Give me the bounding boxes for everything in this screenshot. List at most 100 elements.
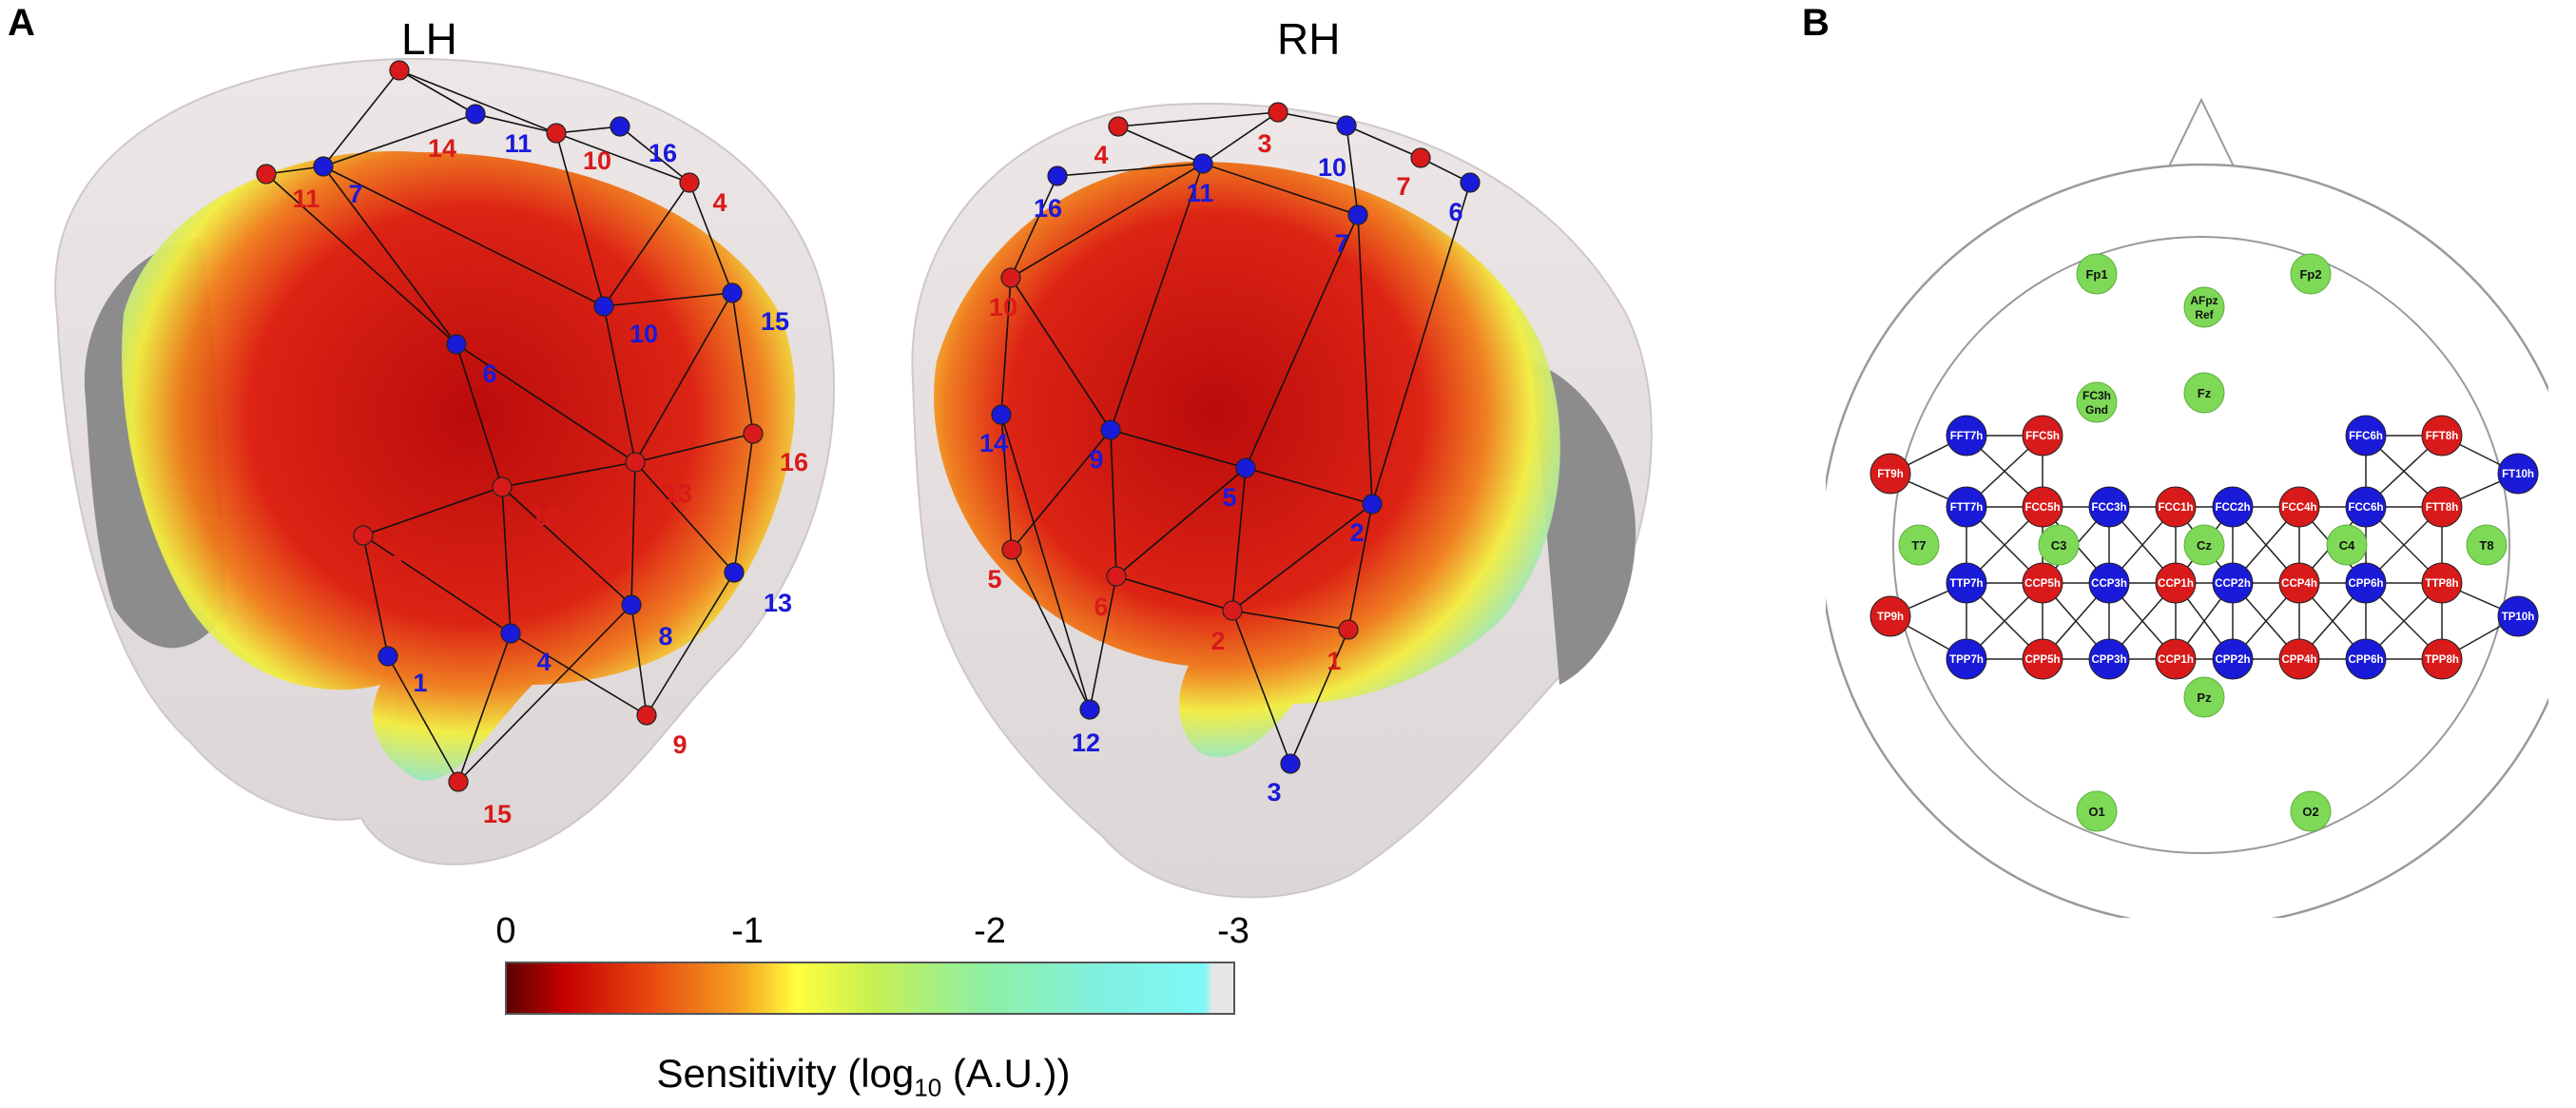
source-label-2: 2 xyxy=(1211,627,1225,655)
detector-optode-2 xyxy=(1362,494,1383,515)
optode-label: FCC6h xyxy=(2348,502,2383,514)
optode-link xyxy=(1110,429,1247,469)
detector-optode-10 xyxy=(593,296,614,317)
detector-optode-10 xyxy=(1336,115,1357,136)
detector-label-11: 11 xyxy=(505,129,533,158)
detector-label-13: 13 xyxy=(764,589,792,617)
detector-label-15: 15 xyxy=(761,307,789,336)
detector-label-16: 16 xyxy=(1034,194,1062,223)
optode-link xyxy=(1000,414,1013,551)
optode-link xyxy=(1346,125,1359,216)
source-label-14: 14 xyxy=(428,134,456,163)
detector-optode-16 xyxy=(1047,165,1068,186)
detector-label-6: 6 xyxy=(1448,198,1462,226)
optode-link xyxy=(731,292,754,435)
optode-link xyxy=(510,632,648,716)
source-optode-10 xyxy=(1000,267,1021,288)
optode-link xyxy=(1011,549,1091,710)
source-optode-6 xyxy=(1106,566,1127,587)
optode-label: CPP6h xyxy=(2348,578,2383,590)
detector-label-5: 5 xyxy=(1222,483,1236,512)
optode-label: CPP5h xyxy=(2024,654,2060,666)
optode-label: CCP2h xyxy=(2215,578,2251,590)
optode-link xyxy=(688,182,733,294)
optode-link xyxy=(1010,163,1204,279)
electrode-O2 xyxy=(2290,790,2332,832)
detector-optode-4 xyxy=(500,623,521,644)
source-label-10: 10 xyxy=(583,146,611,175)
electrode-Cz xyxy=(2183,524,2225,566)
optode-label: TTP8h xyxy=(2425,578,2458,590)
detector-optode-7 xyxy=(313,156,334,177)
optode-link xyxy=(634,292,733,463)
optode-label: TPP7h xyxy=(1949,654,1984,666)
electrode-sublabel: Gnd xyxy=(2085,403,2108,417)
detector-optode-CPP3h xyxy=(2088,638,2130,680)
source-label-4: 4 xyxy=(712,188,726,217)
detector-optode-FFC6h xyxy=(2345,415,2387,457)
optode-label: FFT8h xyxy=(2426,431,2459,442)
source-optode-5 xyxy=(1001,539,1022,560)
source-label-13: 13 xyxy=(664,479,692,508)
optode-link xyxy=(1371,182,1471,505)
optode-link xyxy=(362,535,512,634)
electrode-label: FC3h xyxy=(2082,389,2111,402)
source-optode-3 xyxy=(1268,102,1288,123)
optode-label: CCP1h xyxy=(2158,654,2194,666)
detector-label-2: 2 xyxy=(1349,518,1364,547)
optode-link xyxy=(555,126,621,134)
optode-label: FCC4h xyxy=(2281,502,2316,514)
optode-link xyxy=(630,604,648,716)
lh-sensitivity-map xyxy=(122,151,796,781)
detector-optode-FTT7h xyxy=(1946,486,1987,528)
electrode-label: C4 xyxy=(2339,538,2355,553)
optode-link xyxy=(398,69,476,115)
optode-link xyxy=(457,632,512,783)
detector-optode-11 xyxy=(1192,153,1213,174)
source-optode-CCP1h xyxy=(2155,562,2197,604)
electrode-Fp2 xyxy=(2290,253,2332,295)
detector-optode-FT10h xyxy=(2497,453,2539,495)
detector-optode-1 xyxy=(378,646,398,667)
electrode-label: AFpz xyxy=(2190,294,2218,307)
electrode-label: O2 xyxy=(2302,805,2318,819)
source-optode-12 xyxy=(492,476,513,497)
source-label-3: 3 xyxy=(1257,129,1271,158)
optode-label: TP9h xyxy=(1877,612,1904,623)
detector-optode-FFT7h xyxy=(1946,415,1987,457)
optode-label: FCC5h xyxy=(2024,502,2060,514)
source-label-7: 7 xyxy=(1396,172,1410,201)
optode-link xyxy=(387,655,459,783)
optode-link xyxy=(555,132,605,307)
optode-label: CPP6h xyxy=(2348,654,2383,666)
source-optode-7 xyxy=(1410,147,1431,168)
optode-link xyxy=(265,173,457,345)
electrode-label: Cz xyxy=(2197,538,2212,553)
detector-optode-12 xyxy=(1079,699,1100,720)
sensitivity-colorbar xyxy=(505,962,1235,1015)
detector-optode-6 xyxy=(1460,172,1481,193)
detector-optode-9 xyxy=(1100,419,1121,440)
electrode-label: Fp2 xyxy=(2299,267,2321,282)
optode-link xyxy=(362,535,389,657)
optode-link xyxy=(555,132,690,184)
optode-link xyxy=(1000,414,1091,710)
optode-link xyxy=(1010,277,1112,431)
detector-optode-CPP2h xyxy=(2212,638,2254,680)
source-optode-CCP5h xyxy=(2022,562,2063,604)
detector-label-7: 7 xyxy=(1334,229,1348,258)
optode-link xyxy=(634,433,754,463)
source-optode-16 xyxy=(743,423,764,444)
optode-label: TPP8h xyxy=(2425,654,2459,666)
optode-link xyxy=(630,461,636,606)
electrode-sublabel: Ref xyxy=(2195,308,2214,321)
detector-optode-11 xyxy=(465,104,486,125)
detector-optode-TPP7h xyxy=(1946,638,1987,680)
detector-optode-TP10h xyxy=(2497,595,2539,637)
source-label-10: 10 xyxy=(989,293,1017,321)
source-optode-4 xyxy=(679,172,700,193)
electrode-label: C3 xyxy=(2051,538,2067,553)
source-optode-10 xyxy=(546,123,567,144)
source-label-16: 16 xyxy=(780,448,808,476)
